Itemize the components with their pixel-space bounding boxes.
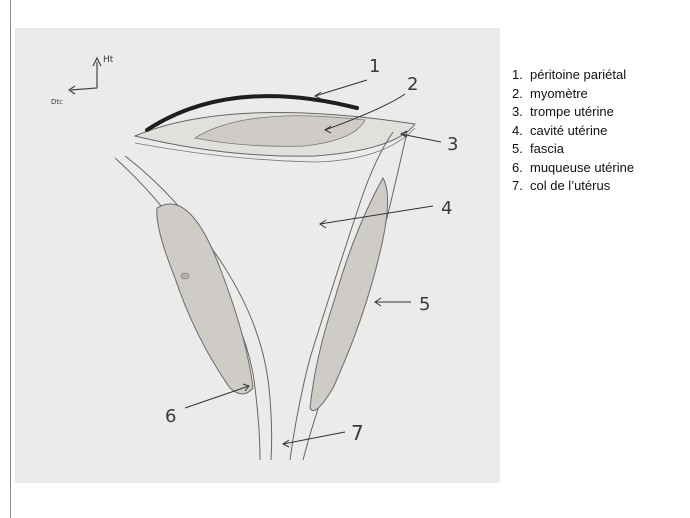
legend-number: 4. [512, 122, 528, 141]
axis-lines [71, 62, 97, 90]
figure-number-4: 4 [441, 198, 452, 219]
arrow-1 [315, 80, 367, 96]
orientation-axes [69, 58, 101, 94]
legend-text: muqueuse utérine [528, 160, 634, 175]
legend-text: péritoine pariétal [528, 67, 626, 82]
right-uterine-wall [290, 132, 407, 460]
legend-text: col de l’utérus [528, 178, 610, 193]
legend-item: 7.col de l’utérus [512, 177, 634, 196]
legend-item: 4.cavité utérine [512, 122, 634, 141]
legend-text: cavité utérine [528, 123, 607, 138]
fundus-lens [135, 96, 415, 162]
arrow-7 [283, 432, 345, 444]
legend-number: 7. [512, 177, 528, 196]
figure-number-7: 7 [351, 421, 364, 445]
legend-text: trompe utérine [528, 104, 614, 119]
legend-number: 2. [512, 85, 528, 104]
left-uterine-wall [115, 156, 272, 460]
legend-list: 1.péritoine pariétal 2.myomètre 3.trompe… [512, 66, 634, 196]
legend-number: 3. [512, 103, 528, 122]
arrow-3 [401, 134, 441, 142]
figure-number-2: 2 [407, 74, 418, 95]
legend-item: 5.fascia [512, 140, 634, 159]
legend-number: 6. [512, 159, 528, 178]
legend-item: 2.myomètre [512, 85, 634, 104]
uterus-sketch: Ht Dtc [15, 28, 500, 483]
legend-number: 5. [512, 140, 528, 159]
figure-number-6: 6 [165, 406, 176, 427]
left-mucosa-shading [157, 204, 253, 394]
arrow-6 [185, 386, 249, 408]
right-mucosa-shading [310, 178, 388, 411]
figure-number-1: 1 [369, 56, 380, 77]
axis-side-label: Dtc [51, 98, 63, 106]
legend-text: fascia [528, 141, 564, 156]
figure-number-5: 5 [419, 294, 430, 315]
legend-text: myomètre [528, 86, 588, 101]
legend-number: 1. [512, 66, 528, 85]
legend-item: 3.trompe utérine [512, 103, 634, 122]
figure-number-3: 3 [447, 134, 458, 155]
axis-up-label: Ht [103, 55, 114, 65]
drawing-sheet: Ht Dtc [15, 28, 500, 483]
legend-item: 1.péritoine pariétal [512, 66, 634, 85]
left-border-line [10, 0, 11, 518]
legend-item: 6.muqueuse utérine [512, 159, 634, 178]
